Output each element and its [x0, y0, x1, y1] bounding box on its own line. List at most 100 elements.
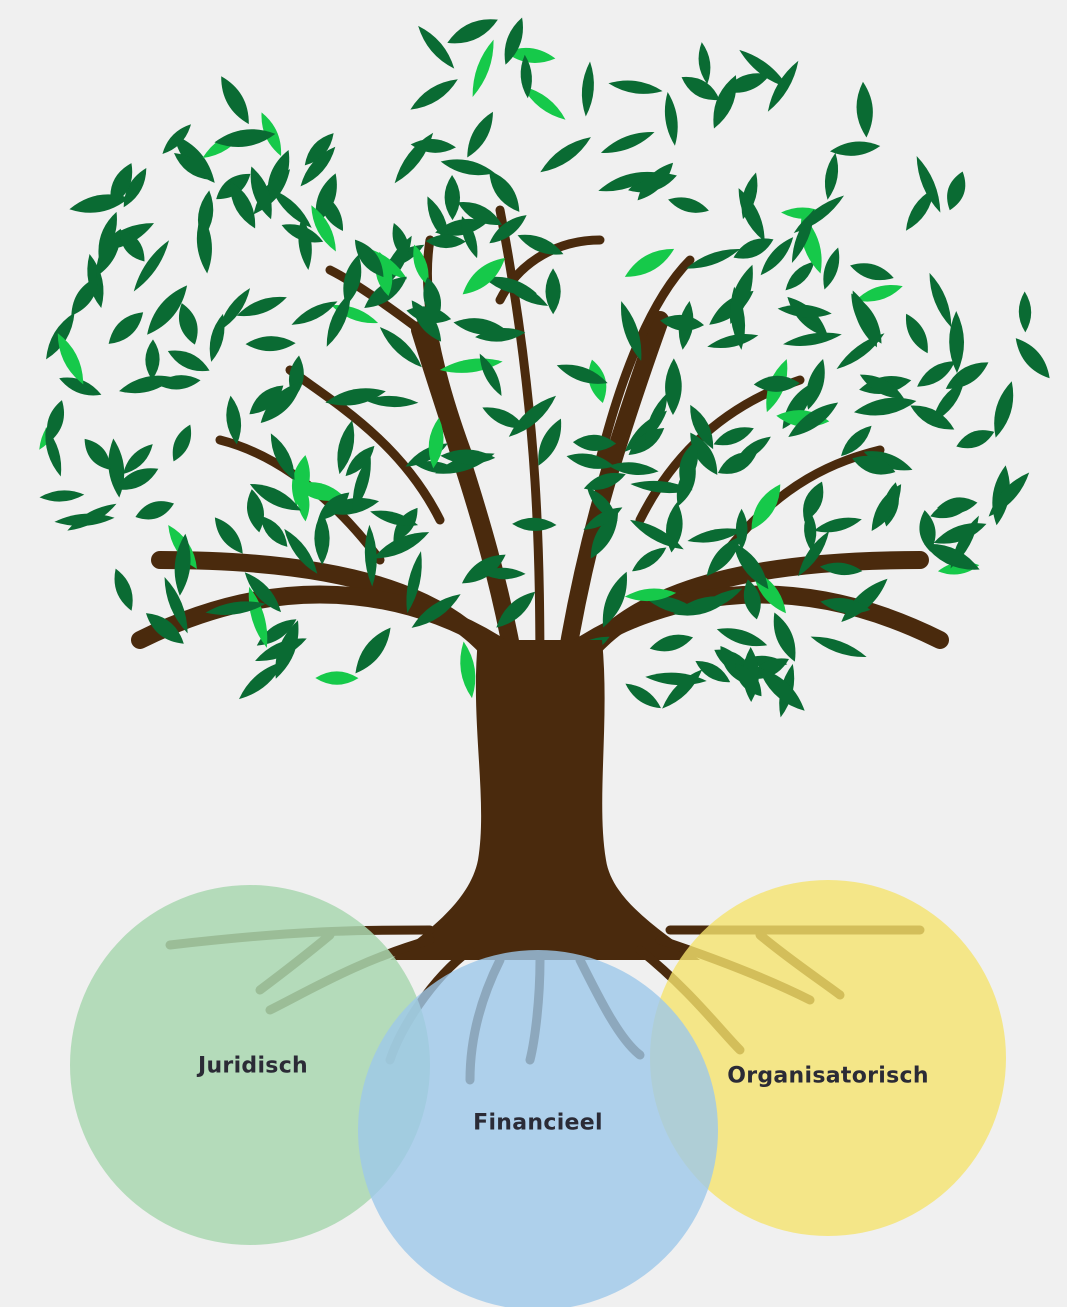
leaf	[460, 641, 476, 699]
branch	[131, 585, 514, 659]
leaf	[164, 577, 188, 634]
organizational-label: Organisatorisch	[727, 1063, 929, 1089]
leaf	[167, 350, 210, 372]
leaf	[352, 454, 371, 512]
leaf	[620, 301, 642, 361]
leaf	[482, 407, 526, 429]
leaf	[337, 420, 355, 475]
leaf	[664, 92, 678, 146]
leaf	[260, 381, 302, 423]
leaf	[435, 218, 488, 236]
leaf	[45, 427, 62, 477]
leaf	[110, 163, 133, 206]
leaf	[852, 455, 896, 475]
leaf	[98, 211, 117, 259]
leaf	[226, 395, 242, 445]
leaf	[504, 17, 523, 65]
leaf	[413, 244, 429, 286]
leaf	[850, 263, 894, 281]
leaf	[929, 272, 952, 328]
leaf	[427, 196, 449, 243]
leaf	[406, 551, 422, 614]
leaf	[260, 515, 288, 547]
leaf	[481, 567, 526, 580]
leaf	[238, 661, 284, 700]
leaf	[624, 588, 677, 602]
leaf	[496, 591, 536, 628]
leaf	[214, 129, 276, 147]
leaf	[642, 595, 702, 615]
leaf	[783, 332, 842, 346]
leaf	[59, 377, 102, 396]
leaf	[284, 528, 318, 574]
leaf	[581, 61, 594, 117]
leaf	[945, 362, 989, 389]
leaf	[57, 333, 84, 385]
leaf	[1018, 291, 1032, 333]
leaf	[343, 254, 362, 306]
leaf	[829, 141, 881, 156]
leaf	[665, 358, 682, 415]
leaf	[713, 427, 754, 446]
leaf	[108, 312, 144, 344]
leaf	[123, 167, 147, 208]
leaf	[311, 205, 336, 252]
leaf	[461, 216, 478, 259]
leaf	[179, 303, 198, 345]
leaf	[256, 619, 297, 646]
leaf	[218, 288, 251, 332]
leaf	[924, 543, 980, 570]
leaf	[823, 247, 840, 290]
leaf	[245, 336, 296, 352]
leaf	[685, 249, 741, 269]
leaf	[730, 286, 746, 350]
leaf	[608, 462, 659, 476]
leaf	[300, 146, 336, 187]
leaf	[271, 189, 312, 228]
legal-circle	[70, 885, 430, 1245]
leaf	[758, 667, 805, 711]
leaf	[788, 402, 839, 438]
leaf	[244, 572, 282, 613]
leaf	[39, 490, 85, 502]
leaf	[556, 364, 608, 384]
leaf	[538, 418, 562, 466]
leaf	[291, 301, 338, 325]
leaf	[932, 380, 965, 423]
leaf	[624, 248, 675, 277]
leaf	[630, 519, 684, 550]
leaf	[370, 510, 419, 526]
tree-leaves	[39, 17, 1050, 718]
leaf	[355, 627, 391, 674]
leaf	[853, 397, 917, 416]
leaf	[147, 285, 188, 335]
leaf	[676, 460, 696, 507]
leaf	[851, 293, 882, 344]
leaf	[733, 542, 769, 590]
leaf	[145, 613, 184, 644]
financial-circle	[358, 950, 718, 1307]
leaf	[326, 292, 351, 347]
leaf	[717, 452, 757, 474]
leaf	[319, 192, 343, 232]
leaf	[662, 669, 703, 709]
leaf	[793, 195, 845, 234]
leaf	[583, 507, 623, 530]
leaf	[270, 433, 295, 481]
leaf	[410, 79, 458, 110]
leaf	[950, 515, 979, 569]
leaf	[489, 215, 527, 244]
leaf	[444, 175, 461, 221]
trunk-shape	[390, 640, 700, 960]
leaf	[905, 313, 928, 354]
leaf	[660, 314, 705, 331]
leaf	[457, 202, 502, 225]
leaf	[428, 417, 444, 469]
leaf	[753, 375, 800, 392]
leaf	[221, 76, 249, 125]
leaf	[418, 25, 455, 69]
leaf	[440, 159, 495, 176]
leaf	[803, 481, 824, 522]
leaf	[517, 234, 564, 255]
leaf	[871, 484, 902, 532]
